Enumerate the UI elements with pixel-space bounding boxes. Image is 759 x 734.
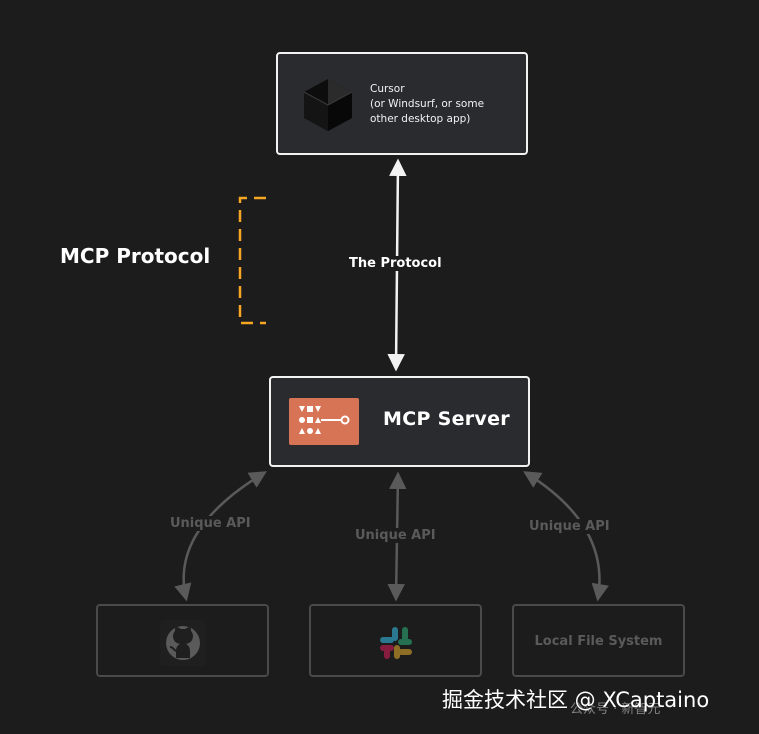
mcp-server-node: MCP Server	[269, 376, 530, 467]
filesystem-node: Local File System	[512, 604, 685, 677]
slack-node	[309, 604, 482, 677]
cursor-node: Cursor (or Windsurf, or some other deskt…	[276, 52, 528, 155]
watermark: 掘金技术社区 @ XCaptaino	[442, 688, 710, 712]
server-logo-glyphs-icon	[299, 406, 350, 434]
cursor-node-label: Cursor (or Windsurf, or some other deskt…	[370, 83, 485, 125]
mcp-server-logo	[289, 398, 359, 445]
unique-api-label: Unique API	[353, 528, 438, 543]
mcp-server-title: MCP Server	[383, 408, 510, 430]
cursor-logo-icon	[303, 79, 353, 131]
github-icon	[160, 620, 206, 666]
api-arrow-github	[174, 471, 267, 602]
unique-api-label: Unique API	[168, 516, 253, 531]
the-protocol-label: The Protocol	[347, 256, 444, 271]
api-arrow-filesystem	[523, 471, 609, 602]
watermark-sub: 公众号 · 新智元	[570, 702, 661, 717]
github-node	[96, 604, 269, 677]
unique-api-label: Unique API	[527, 519, 612, 534]
filesystem-node-label: Local File System	[534, 634, 663, 649]
protocol-bracket	[238, 196, 266, 325]
slack-icon	[380, 627, 412, 659]
mcp-protocol-label: MCP Protocol	[60, 244, 211, 268]
